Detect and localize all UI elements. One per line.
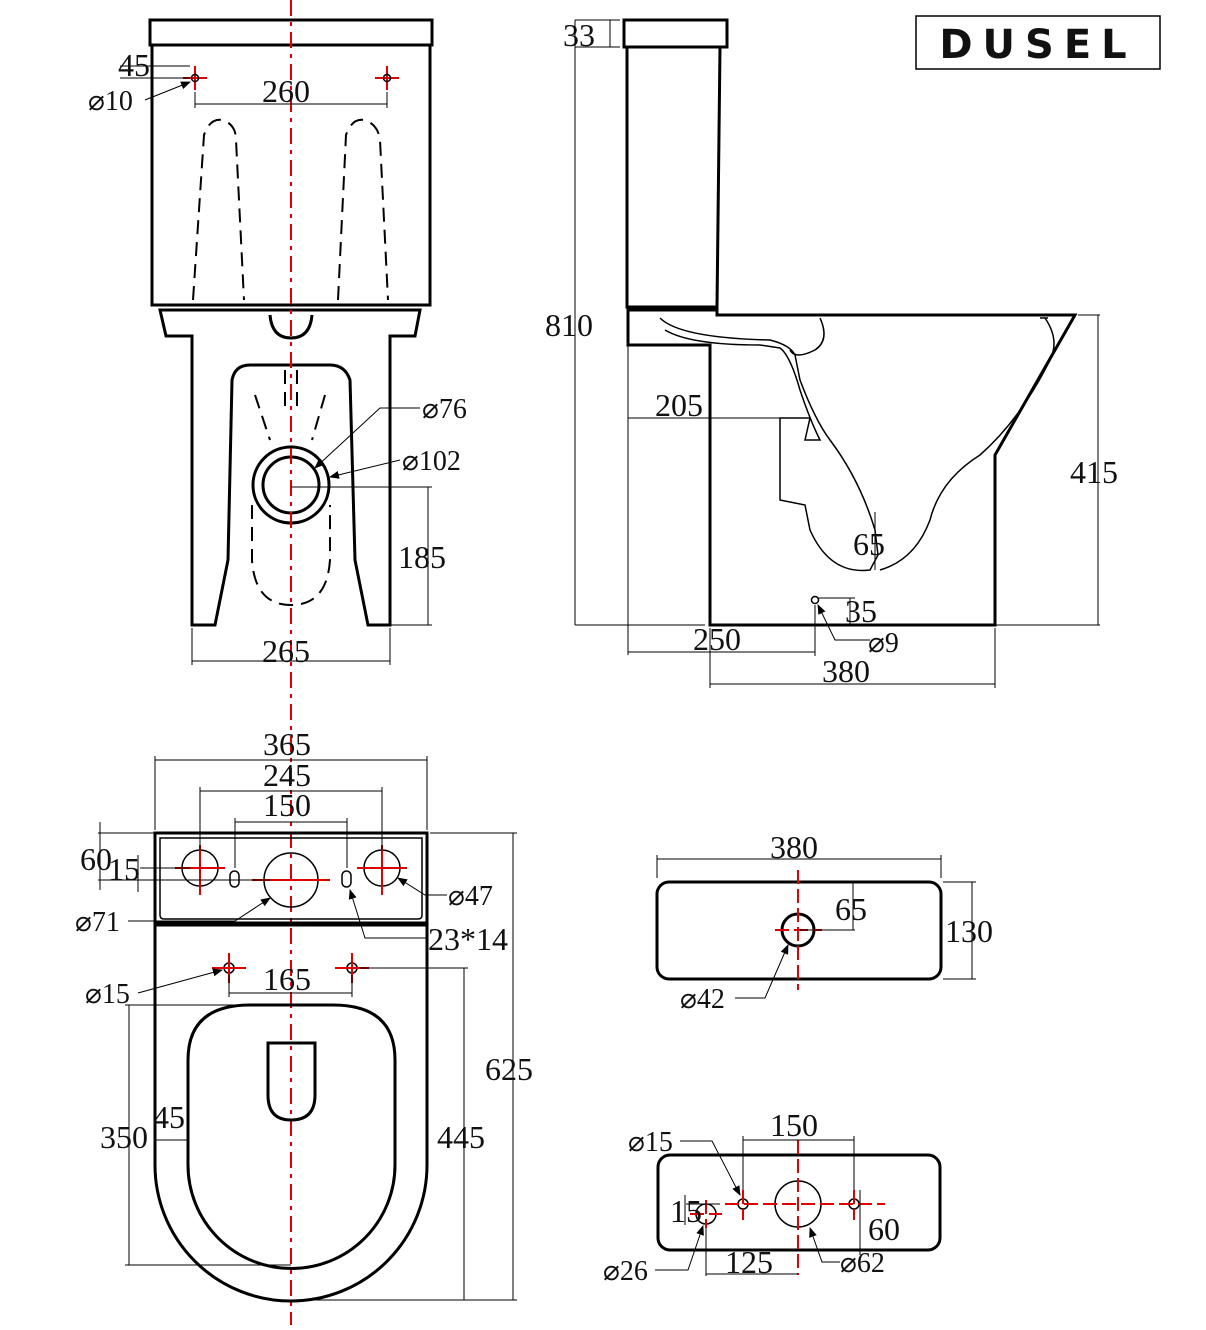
dim-label: 150 [263, 787, 311, 823]
top-view: 365 245 150 60 15 ⌀47 ⌀71 23*14 ⌀15 165 … [75, 726, 533, 1303]
dim-label: 265 [262, 633, 310, 669]
dim-label: 15 [670, 1193, 702, 1229]
dim-label: ⌀26 [603, 1256, 648, 1287]
dim-label: ⌀15 [628, 1127, 673, 1158]
dim-label: ⌀47 [448, 881, 493, 912]
dim-label: 23*14 [428, 921, 508, 957]
dim-label: 245 [263, 757, 311, 793]
dim-label: 165 [263, 961, 311, 997]
dim-label: 33 [563, 17, 595, 53]
brand-logo-text: DUSEL [939, 22, 1136, 68]
tank-bottom-view: 150 ⌀15 15 60 ⌀26 125 ⌀62 [603, 1107, 942, 1287]
tank-lid-view: 380 65 130 ⌀42 [655, 829, 993, 1015]
dim-label: 185 [398, 539, 446, 575]
dim-label: 810 [545, 307, 593, 343]
dim-label: 60 [80, 841, 112, 877]
dim-label: ⌀62 [840, 1248, 885, 1279]
dim-label: 260 [262, 73, 310, 109]
dim-label: ⌀76 [422, 394, 467, 425]
brand-logo: DUSEL [915, 15, 1161, 70]
dim-label: 380 [822, 653, 870, 689]
dim-label: 205 [655, 387, 703, 423]
dim-label: 625 [485, 1051, 533, 1087]
dim-label: ⌀102 [402, 446, 461, 477]
dim-label: ⌀9 [868, 628, 899, 659]
dim-label: 415 [1070, 454, 1118, 490]
front-view: 45 ⌀10 260 ⌀76 ⌀102 185 265 [88, 0, 467, 1325]
dim-label: 250 [693, 621, 741, 657]
dim-label: ⌀15 [85, 979, 130, 1010]
dim-label: 125 [725, 1244, 773, 1280]
dim-label: 35 [845, 593, 877, 629]
dim-label: 130 [945, 913, 993, 949]
dim-label: 45 [118, 47, 150, 83]
dim-label: 445 [437, 1119, 485, 1155]
dim-label: 150 [770, 1107, 818, 1143]
dim-label: ⌀42 [680, 984, 725, 1015]
dim-label: 65 [853, 526, 885, 562]
dim-label: 15 [108, 851, 140, 887]
dim-label: 65 [835, 891, 867, 927]
dim-label: 45 [153, 1099, 185, 1135]
dim-label: 60 [868, 1211, 900, 1247]
side-view: 33 810 205 415 65 35 ⌀9 250 380 [545, 17, 1118, 689]
dim-label: 350 [100, 1119, 148, 1155]
dim-label: ⌀10 [88, 86, 133, 117]
dim-label: 380 [770, 829, 818, 865]
dim-label: ⌀71 [75, 907, 120, 938]
dim-label: 365 [263, 726, 311, 762]
